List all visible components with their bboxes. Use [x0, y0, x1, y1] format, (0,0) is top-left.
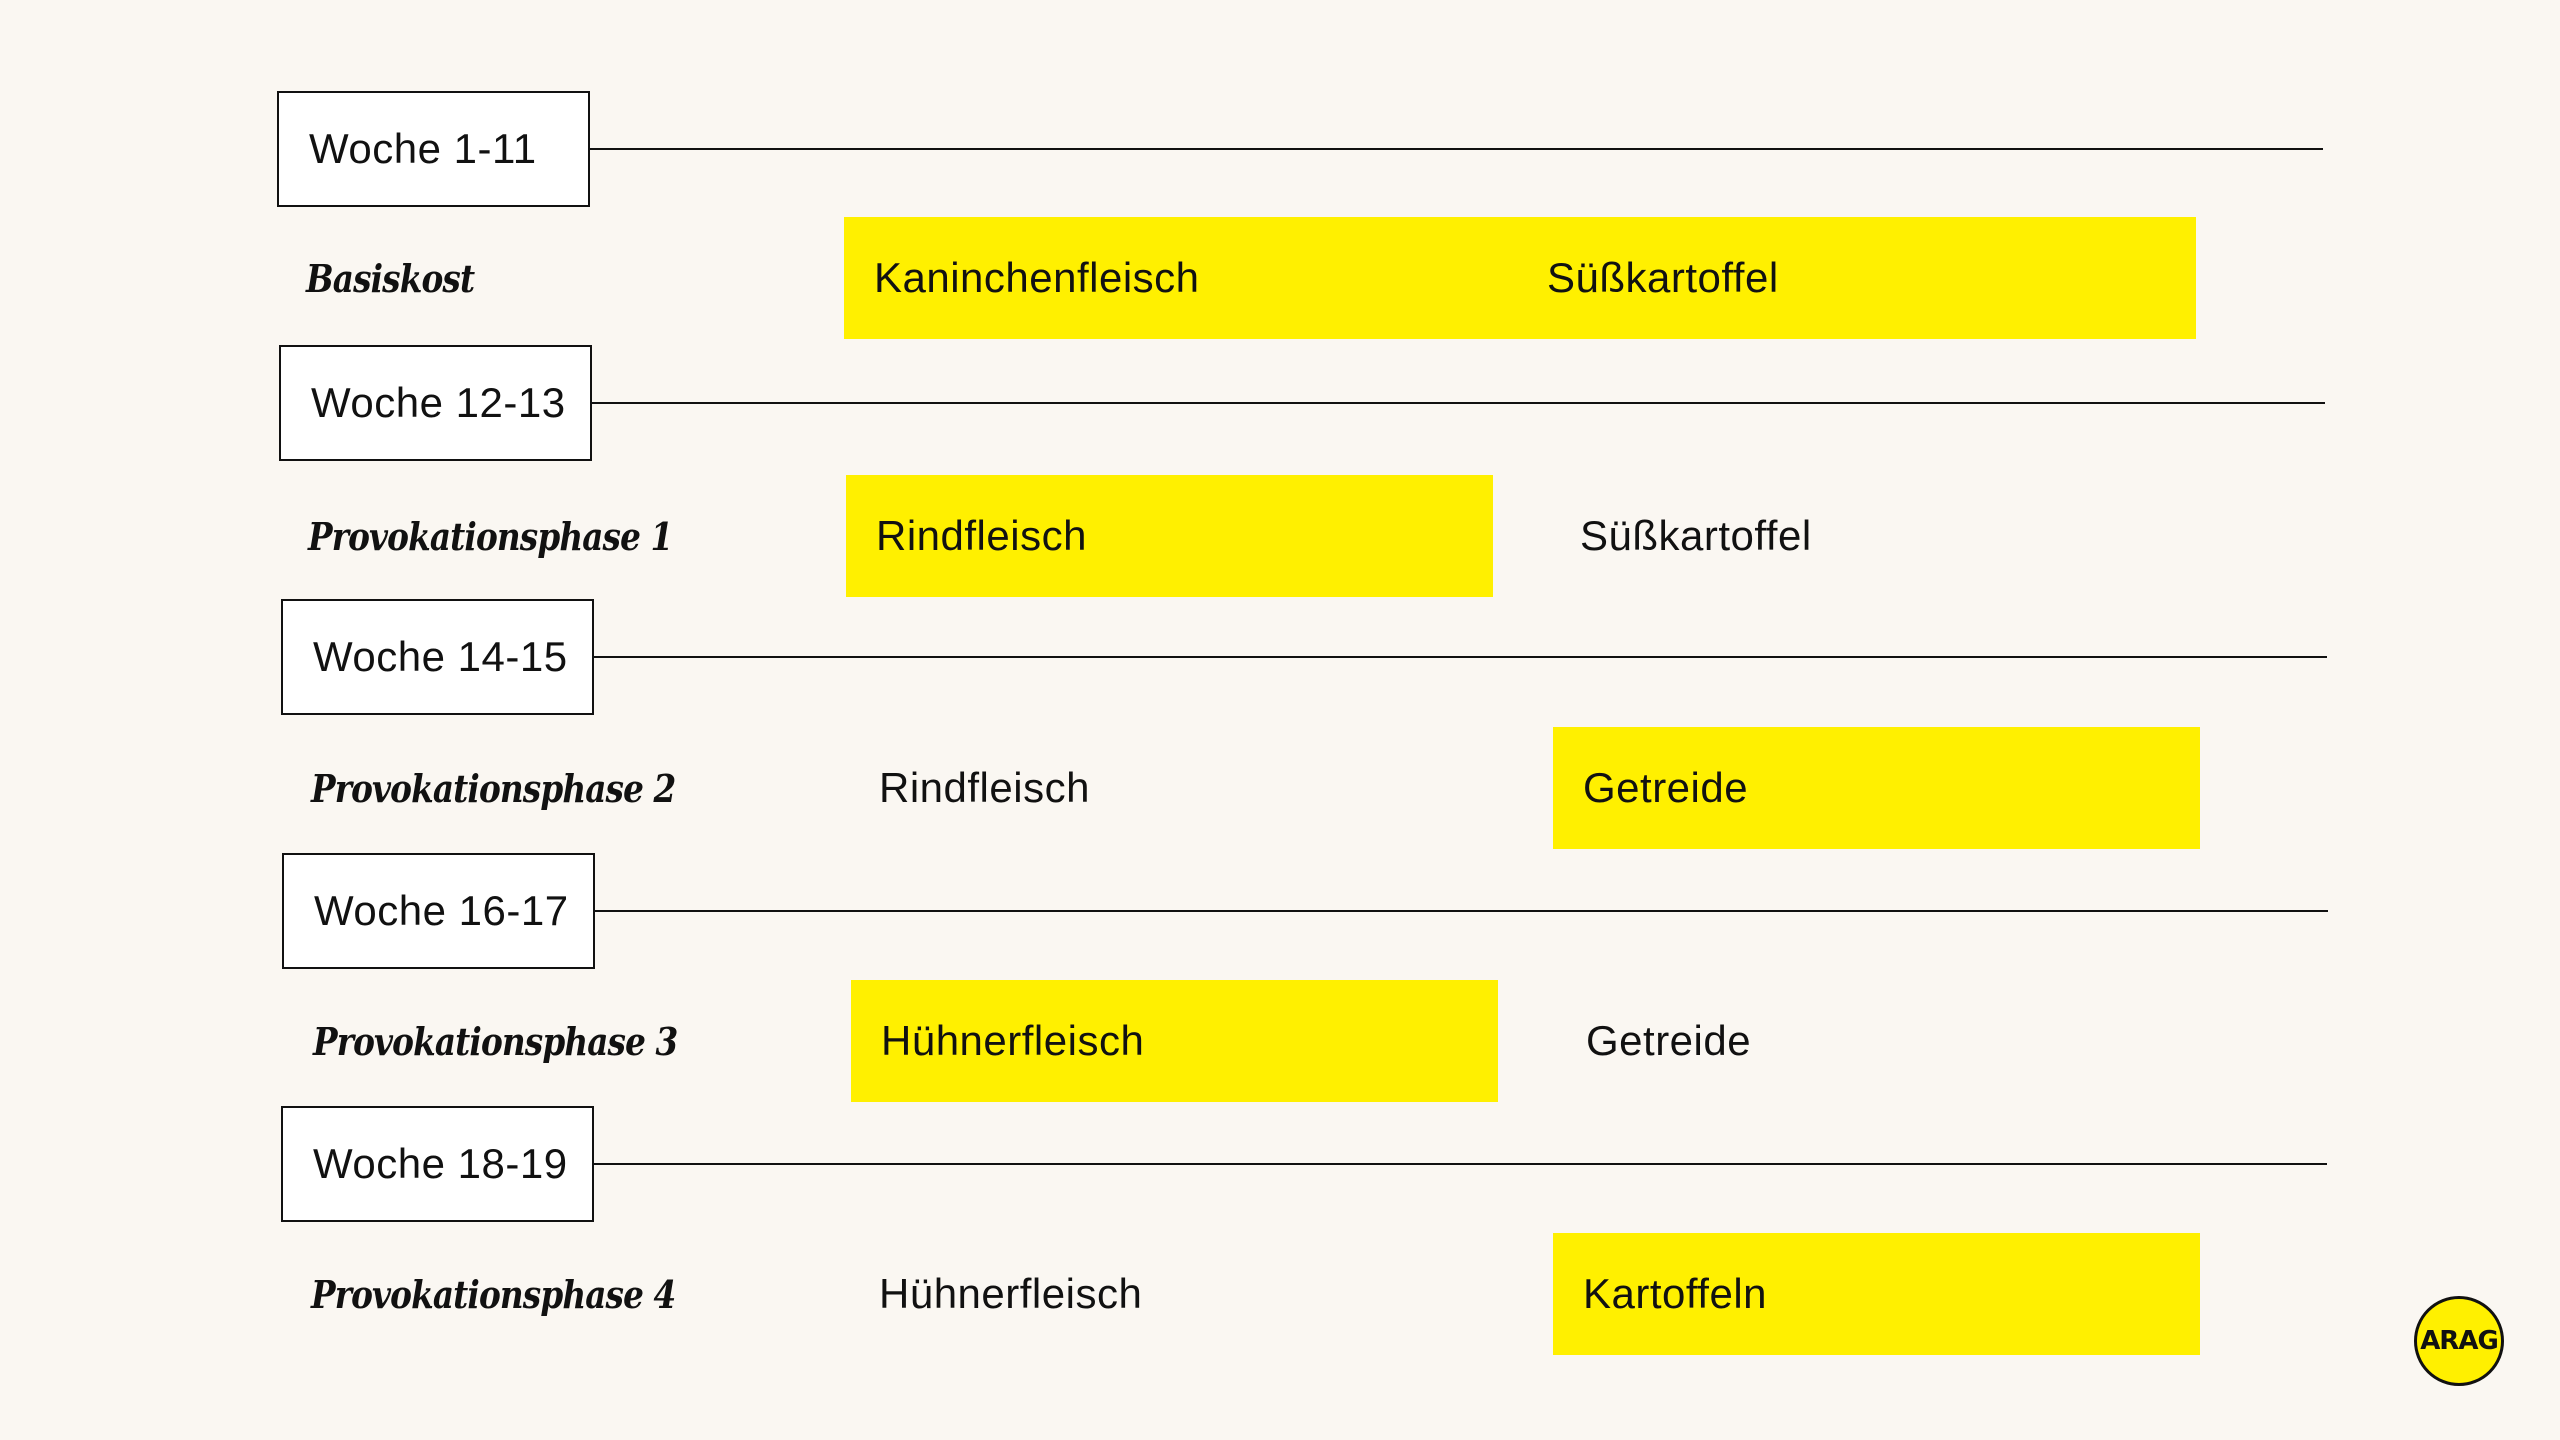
food-item-right: Süßkartoffel: [1550, 475, 1812, 597]
week-row-3: Woche 14-15: [0, 599, 2560, 719]
food-text: Kartoffeln: [1583, 1270, 1768, 1317]
week-label: Woche 1-11: [309, 125, 537, 172]
week-label: Woche 12-13: [311, 379, 566, 426]
food-item-left: Hühnerfleisch: [851, 980, 1498, 1102]
food-text: Rindfleisch: [876, 512, 1087, 559]
week-label-box: Woche 1-11: [277, 91, 590, 207]
week-row-1: Woche 1-11: [0, 91, 2560, 211]
phase-label: Provokationsphase 3: [313, 1018, 678, 1064]
food-item-right: Getreide: [1553, 727, 2200, 849]
food-text: Getreide: [1586, 1017, 1752, 1064]
phase-row-provokation-2: Provokationsphase 2 Rindfleisch Getreide: [0, 727, 2560, 849]
timeline-line: [590, 148, 2323, 150]
phase-label: Provokationsphase 4: [311, 1271, 676, 1317]
timeline-line: [594, 656, 2327, 658]
week-label-box: Woche 16-17: [282, 853, 595, 969]
phase-row-basiskost: Basiskost Kaninchenfleisch Süßkartoffel: [0, 217, 2560, 339]
logo-text: ARAG: [2420, 1326, 2499, 1356]
week-label-box: Woche 14-15: [281, 599, 594, 715]
food-item-right: Süßkartoffel: [1547, 254, 1779, 301]
food-text: Getreide: [1583, 764, 1749, 811]
food-text: Hühnerfleisch: [881, 1017, 1145, 1064]
highlighted-food-bar: Kaninchenfleisch Süßkartoffel: [844, 217, 2196, 339]
week-label-box: Woche 18-19: [281, 1106, 594, 1222]
phase-row-provokation-1: Provokationsphase 1 Rindfleisch Süßkarto…: [0, 475, 2560, 597]
phase-row-provokation-4: Provokationsphase 4 Hühnerfleisch Kartof…: [0, 1233, 2560, 1355]
timeline-line: [594, 1163, 2327, 1165]
food-item-left: Kaninchenfleisch: [874, 254, 1200, 301]
phase-label: Basiskost: [306, 255, 475, 301]
week-label: Woche 16-17: [314, 887, 569, 934]
week-row-4: Woche 16-17: [0, 853, 2560, 973]
food-item-right: Getreide: [1556, 980, 1751, 1102]
week-row-2: Woche 12-13: [0, 345, 2560, 465]
timeline-line: [592, 402, 2325, 404]
food-item-left: Rindfleisch: [849, 727, 1090, 849]
arag-logo: ARAG: [2414, 1296, 2504, 1386]
phase-label: Provokationsphase 2: [311, 765, 676, 811]
food-text: Süßkartoffel: [1580, 512, 1812, 559]
food-item-left: Rindfleisch: [846, 475, 1493, 597]
week-label: Woche 14-15: [313, 633, 568, 680]
phase-row-provokation-3: Provokationsphase 3 Hühnerfleisch Getrei…: [0, 980, 2560, 1102]
food-text: Rindfleisch: [879, 764, 1090, 811]
week-row-5: Woche 18-19: [0, 1106, 2560, 1226]
food-item-right: Kartoffeln: [1553, 1233, 2200, 1355]
timeline-line: [595, 910, 2328, 912]
phase-label: Provokationsphase 1: [308, 513, 673, 559]
week-label-box: Woche 12-13: [279, 345, 592, 461]
food-item-left: Hühnerfleisch: [849, 1233, 1142, 1355]
food-text: Hühnerfleisch: [879, 1270, 1143, 1317]
week-label: Woche 18-19: [313, 1140, 568, 1187]
